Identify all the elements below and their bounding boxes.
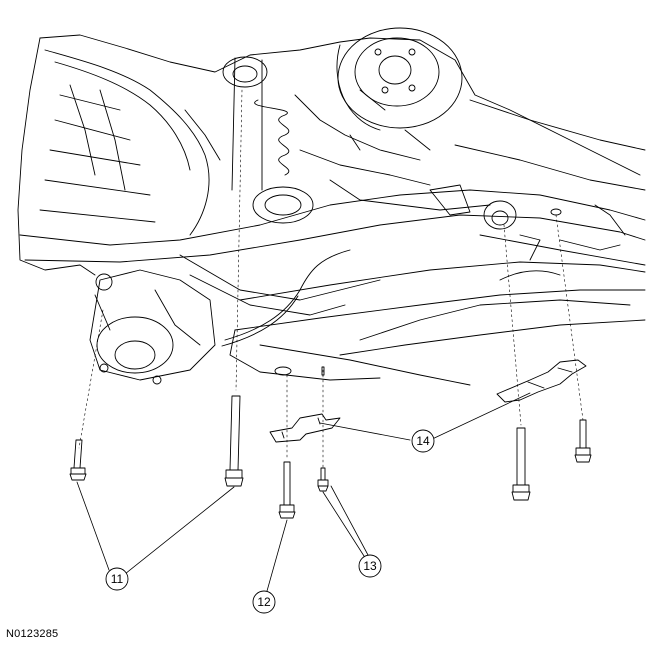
bolt-12 — [274, 366, 296, 519]
bolt-far-right — [550, 208, 592, 463]
vehicle-underbody — [17, 27, 646, 386]
callout-13-label: 13 — [363, 559, 377, 573]
bolt-11-left — [69, 439, 87, 481]
bracket-right — [496, 359, 587, 403]
callout-11-label: 11 — [111, 572, 124, 586]
leader-lines — [76, 392, 531, 592]
bracket-left — [269, 413, 341, 443]
fasteners — [69, 89, 592, 519]
callout-12: 12 — [252, 590, 276, 614]
alignment-lines — [78, 89, 584, 471]
bolt-14-long — [511, 427, 531, 501]
callout-14: 14 — [411, 429, 435, 453]
figure-code: N0123285 — [6, 628, 59, 640]
callout-14-label: 14 — [416, 434, 430, 448]
callout-13: 13 — [358, 554, 382, 578]
bolt-11-right — [224, 395, 244, 487]
callout-12-label: 12 — [257, 595, 271, 609]
bolt-13 — [317, 366, 329, 492]
callout-11: 11 — [105, 567, 129, 591]
